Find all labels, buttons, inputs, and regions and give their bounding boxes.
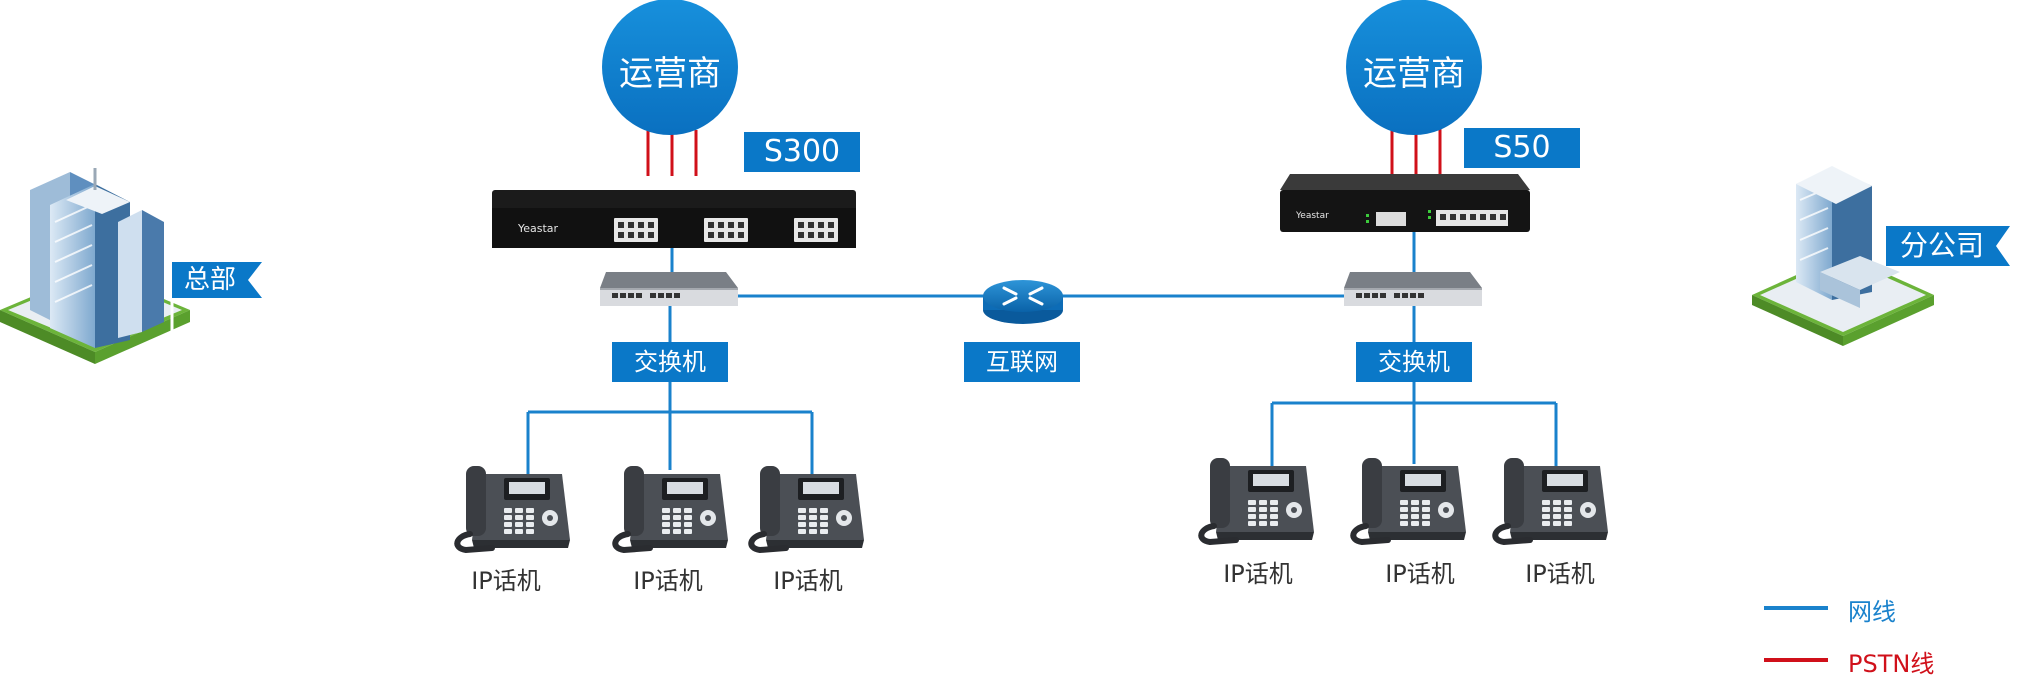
right-switch-device (1344, 272, 1482, 306)
left-switch-device (600, 272, 738, 306)
network-lines (526, 232, 1558, 474)
left-phone-2-icon (612, 466, 728, 554)
legend-pstn-label: PSTN线 (1848, 650, 1935, 678)
s50-pbx-device (1280, 174, 1530, 232)
hq-building-icon (0, 168, 190, 364)
internet-label: 互联网 (964, 342, 1080, 382)
s300-model-label: S300 (744, 132, 860, 172)
branch-building-icon (1752, 166, 1934, 346)
s300-brand-label: Yeastar (518, 222, 559, 235)
s50-brand-label: Yeastar (1296, 211, 1329, 221)
pstn-lines (646, 128, 1442, 176)
left-phone-label-3: IP话机 (773, 567, 843, 595)
hq-flag (172, 262, 262, 298)
s50-model-label: S50 (1464, 128, 1580, 168)
hq-label: 总部 (184, 265, 237, 295)
right-switch-label: 交换机 (1356, 342, 1472, 382)
right-phone-label-2: IP话机 (1385, 560, 1455, 588)
right-phone-3-icon (1492, 458, 1608, 546)
router-icon (983, 280, 1063, 324)
legend-network-label: 网线 (1848, 598, 1896, 626)
left-phone-3-icon (748, 466, 864, 554)
left-phone-label-1: IP话机 (471, 567, 541, 595)
phones-layer (454, 458, 1608, 554)
right-phone-1-icon (1198, 458, 1314, 546)
carrier-circle-right (1346, 0, 1482, 135)
left-switch-label: 交换机 (612, 342, 728, 382)
carrier-label-right: 运营商 (1363, 54, 1465, 94)
left-phone-1-icon (454, 466, 570, 554)
s300-pbx-device (492, 190, 856, 248)
right-phone-2-icon (1350, 458, 1466, 546)
branch-flag (1886, 226, 2010, 266)
right-phone-label-3: IP话机 (1525, 560, 1595, 588)
branch-label: 分公司 (1900, 229, 1985, 262)
carrier-label-left: 运营商 (619, 54, 721, 94)
right-phone-label-1: IP话机 (1223, 560, 1293, 588)
carrier-circle-left (602, 0, 738, 135)
left-phone-label-2: IP话机 (633, 567, 703, 595)
